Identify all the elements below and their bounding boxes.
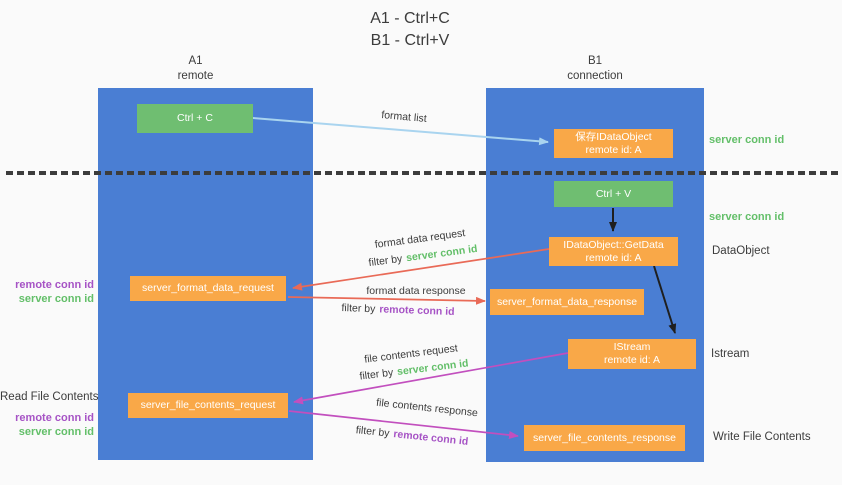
- label-write-file-contents: Write File Contents: [713, 431, 811, 443]
- arrow-format-data-response: [287, 296, 486, 305]
- node-ctrl-c: Ctrl + C: [137, 104, 253, 133]
- filter-remote-conn-id-text: remote conn id: [379, 303, 455, 318]
- node-server-file-contents-response: server_file_contents_response: [524, 425, 685, 451]
- label-group-format-conn-ids: remote conn id server conn id: [0, 278, 94, 306]
- lane-b1-name: B1: [587, 55, 603, 67]
- title-line-2: B1 - Ctrl+V: [370, 32, 450, 49]
- node-istream-line1: IStream: [613, 341, 651, 353]
- title-line-1: A1 - Ctrl+C: [370, 10, 450, 27]
- node-format-response-label: server_format_data_response: [496, 295, 638, 308]
- label-remote-conn-id-format: remote conn id: [15, 279, 94, 291]
- label-dataobject: DataObject: [712, 245, 770, 257]
- arrow-file-contents-request: [293, 352, 569, 405]
- separator-dotted-line: [6, 171, 838, 175]
- node-file-request-label: server_file_contents_request: [140, 399, 276, 411]
- node-getdata-line2: remote id: A: [585, 251, 642, 264]
- label-remote-conn-id-file: remote conn id: [15, 412, 94, 424]
- node-idataobject-getdata: IDataObject::GetData remote id: A: [549, 237, 678, 266]
- filter-by-text: filter by: [341, 302, 376, 316]
- node-getdata-line1: IDataObject::GetData: [563, 238, 664, 251]
- label-read-file-contents: Read File Contents: [0, 391, 99, 403]
- label-server-conn-id-file: server conn id: [18, 426, 94, 438]
- arrow-file-contents-response: [288, 410, 519, 439]
- arrow-getdata-to-istream: [653, 265, 677, 334]
- node-save-idataobject: 保存IDataObject remote id: A: [554, 129, 673, 158]
- node-file-response-label: server_file_contents_response: [532, 431, 676, 444]
- lane-header-a1: A1 remote: [88, 54, 303, 84]
- node-ctrl-v: Ctrl + V: [554, 181, 673, 207]
- arrow-format-data-request: [292, 248, 550, 291]
- node-server-file-contents-request: server_file_contents_request: [128, 393, 288, 418]
- lane-b1-role: connection: [567, 70, 623, 82]
- node-ctrl-v-label: Ctrl + V: [595, 187, 632, 200]
- lane-a1-role: remote: [177, 70, 214, 82]
- label-group-file-conn-ids: remote conn id server conn id: [0, 411, 94, 439]
- node-istream: IStream remote id: A: [568, 339, 696, 369]
- node-ctrl-c-label: Ctrl + C: [177, 112, 213, 124]
- label-format-data-response: format data response: [366, 285, 466, 297]
- node-server-format-data-response: server_format_data_response: [490, 289, 644, 315]
- node-server-format-data-request: server_format_data_request: [130, 276, 286, 301]
- lane-a1-name: A1: [188, 55, 203, 67]
- node-save-idataobject-line1: 保存IDataObject: [575, 130, 652, 143]
- node-istream-line2: remote id: A: [603, 354, 661, 366]
- node-format-request-label: server_format_data_request: [142, 282, 274, 294]
- label-server-conn-id-format: server conn id: [18, 293, 94, 305]
- label-server-conn-id-top: server conn id: [709, 134, 785, 146]
- lane-header-b1: B1 connection: [486, 54, 704, 84]
- diagram-title: A1 - Ctrl+C B1 - Ctrl+V: [299, 8, 521, 52]
- node-save-idataobject-line2: remote id: A: [585, 143, 642, 156]
- label-istream: Istream: [711, 348, 750, 360]
- label-server-conn-id-mid: server conn id: [709, 211, 785, 223]
- arrow-format-list: [252, 117, 549, 146]
